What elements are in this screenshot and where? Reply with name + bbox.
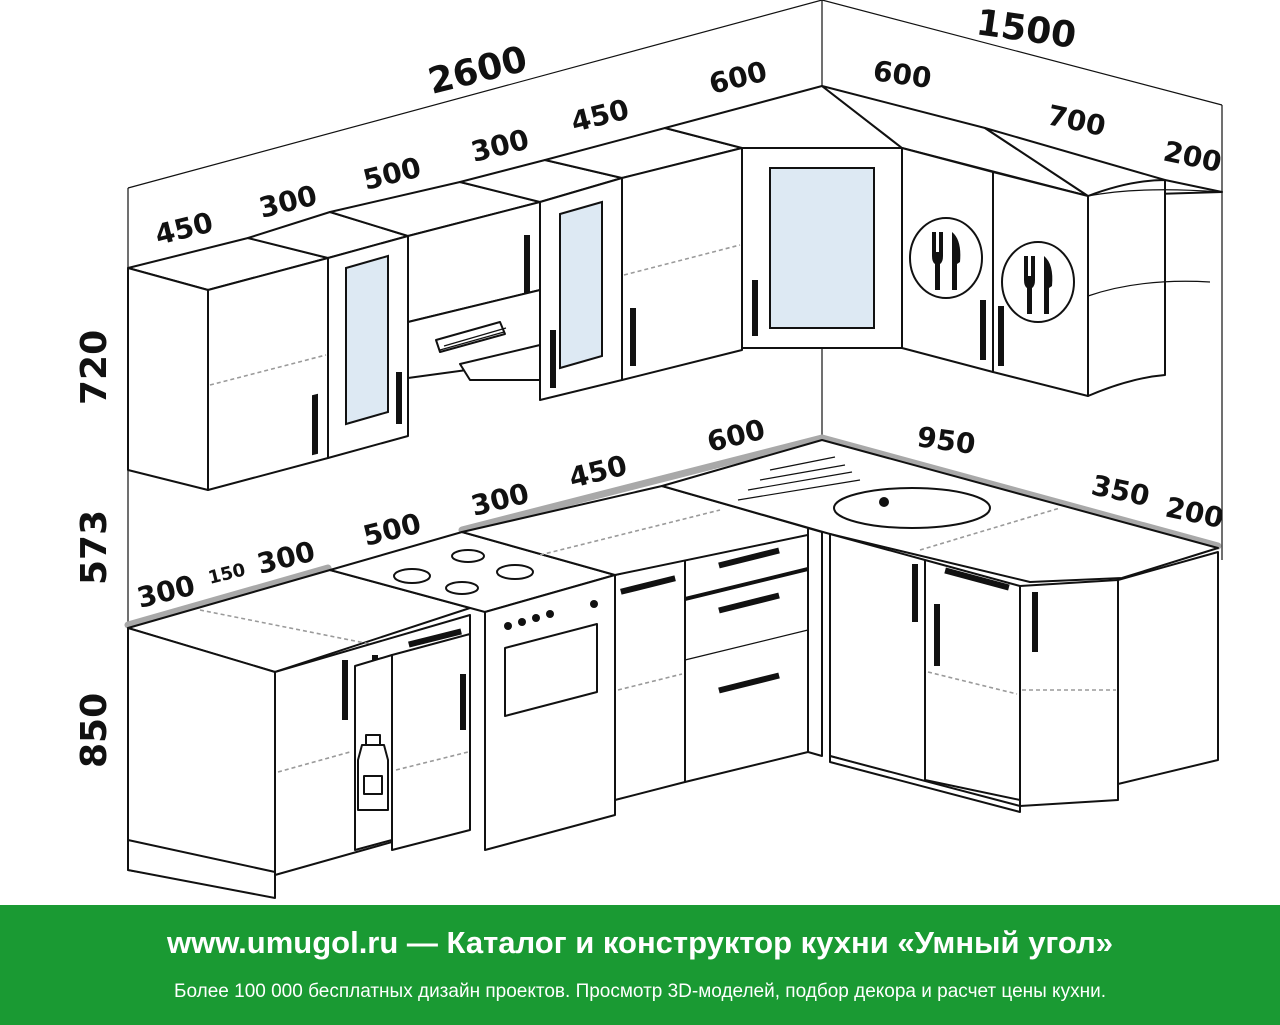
range-hood — [435, 321, 506, 353]
upper-cabinets-right — [821, 85, 1223, 397]
dim-upper-left-3: 500 — [360, 151, 425, 197]
glass-door — [769, 167, 875, 329]
lower-cabinets-right — [661, 439, 1219, 813]
upper-corner-cabinet — [664, 85, 903, 349]
upper-cabinet-450 — [207, 257, 329, 491]
lower-cabinet-right-end — [1117, 551, 1219, 785]
fork-knife-icon — [909, 217, 983, 299]
cabinet-side — [127, 267, 209, 491]
dim-lower-height: 850 — [74, 693, 115, 768]
fork-knife-icon — [1001, 241, 1075, 323]
oven-door-window — [504, 623, 598, 717]
dim-lower-right-1: 950 — [915, 420, 977, 461]
dim-upper-left-1: 450 — [152, 206, 217, 252]
glass-door — [345, 254, 389, 426]
dim-lower-right-2: 350 — [1089, 469, 1153, 513]
cooktop-burners — [393, 549, 534, 595]
glass-door — [559, 200, 603, 370]
dim-upper-right-1: 600 — [871, 54, 933, 95]
dim-upper-right-3: 200 — [1161, 135, 1225, 179]
banner-subtitle: Более 100 000 бесплатных дизайн проектов… — [174, 981, 1106, 1002]
sink — [833, 487, 991, 529]
footer-banner: www.umugol.ru — Каталог и конструктор ку… — [0, 905, 1280, 1025]
dim-upper-left-5: 450 — [568, 93, 633, 139]
lower-cabinet-right-curved — [1019, 579, 1119, 807]
lower-cabinet-corner — [829, 533, 926, 783]
lower-cabinet-300-2 — [391, 633, 471, 851]
upper-cabinets-left — [127, 127, 743, 491]
kitchen-diagram: 2600 1500 450 300 500 300 450 600 600 70… — [74, 0, 1227, 899]
dim-upper-left-6: 600 — [706, 55, 771, 101]
dim-lower-right-3: 200 — [1163, 491, 1227, 535]
dim-upper-total-right: 1500 — [974, 2, 1079, 57]
corner-open-shelf — [1087, 179, 1166, 397]
countertop-edges — [124, 434, 1222, 629]
dim-lower-left-2: 150 — [206, 559, 248, 588]
lower-cabinets-left — [127, 485, 823, 899]
banner-title: www.umugol.ru — Каталог и конструктор ку… — [166, 925, 1114, 960]
dim-upper-height: 720 — [74, 330, 115, 405]
bottle-icon — [357, 734, 389, 811]
lower-cabinet-300-3 — [614, 557, 686, 801]
drainer-lines — [737, 456, 861, 501]
lower-cabinet-right-1 — [924, 559, 1021, 801]
dim-upper-left-4: 300 — [468, 123, 533, 169]
dim-gap-height: 573 — [74, 510, 115, 585]
dim-upper-right-2: 700 — [1045, 99, 1109, 143]
upper-cabinet-450-2 — [621, 147, 743, 381]
